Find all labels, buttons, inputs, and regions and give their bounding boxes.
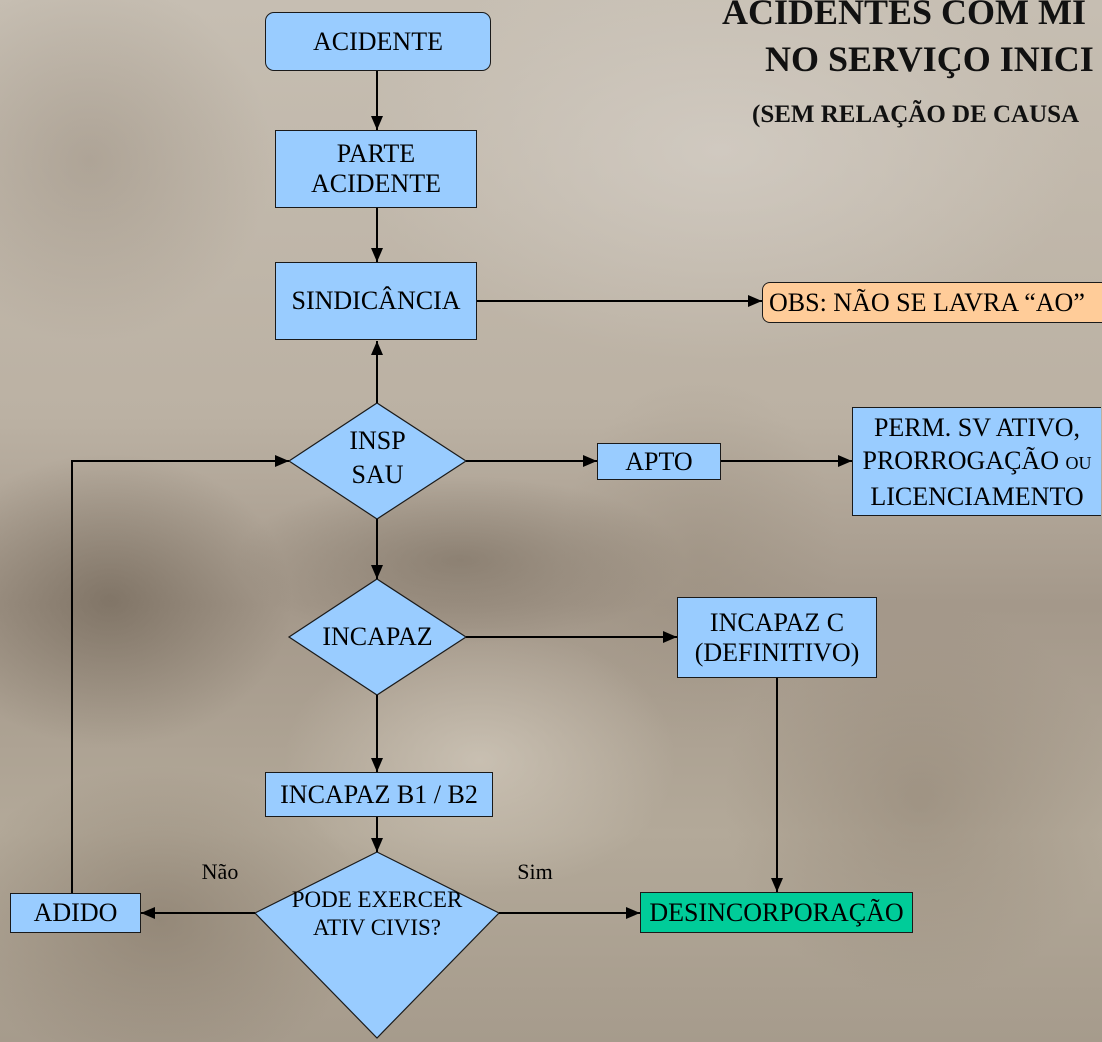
node-desincorporacao-label: DESINCORPORAÇÃO [649, 897, 904, 927]
diamond-pode-exercer-line-2: ATIV CIVIS? [313, 915, 441, 940]
node-parte-acidente-line-1: PARTE [336, 139, 416, 168]
node-adido: ADIDO [10, 893, 141, 933]
diamond-pode-exercer-label: PODE EXERCER ATIV CIVIS? [255, 886, 499, 942]
node-apto: APTO [597, 443, 721, 480]
node-perm-line-3: LICENCIAMENTO [870, 481, 1084, 511]
node-incapaz-c: INCAPAZ C (DEFINITIVO) [677, 597, 877, 678]
node-adido-label: ADIDO [33, 898, 118, 927]
node-perm-line-1: PERM. SV ATIVO, [873, 412, 1081, 442]
node-desincorporacao: DESINCORPORAÇÃO [640, 892, 913, 933]
node-perm-line-2-small: OU [1065, 452, 1092, 473]
node-parte-acidente: PARTE ACIDENTE [275, 130, 477, 208]
diamond-insp-sau-line-1: INSP [349, 426, 406, 455]
diamond-insp-sau-line-2: SAU [351, 460, 404, 489]
node-acidente-label: ACIDENTE [313, 26, 443, 56]
note-obs-label: OBS: NÃO SE LAVRA “AO” [769, 287, 1085, 317]
diamond-pode-exercer [253, 851, 501, 1039]
node-incapaz-b1-b2-label: INCAPAZ B1 / B2 [280, 779, 478, 809]
arrow-adido-to-insp-sau [71, 455, 289, 893]
node-perm-line-2-text: PRORROGAÇÃO [862, 445, 1060, 475]
edge-label-nao: Não [201, 859, 239, 884]
node-sindicancia-label: SINDICÂNCIA [291, 286, 461, 315]
node-perm-line-2: PRORROGAÇÃO OU [863, 444, 1092, 480]
title-subtitle: (SEM RELAÇÃO DE CAUSA [752, 101, 1080, 128]
diamond-insp-sau-label: INSP SAU [289, 424, 466, 492]
node-apto-label: APTO [625, 446, 693, 476]
node-incapaz-b1-b2: INCAPAZ B1 / B2 [265, 772, 493, 817]
edge-label-sim: Sim [517, 859, 553, 884]
diamond-pode-exercer-line-1: PODE EXERCER [291, 887, 463, 912]
node-incapaz-c-line-2: (DEFINITIVO) [694, 637, 860, 667]
note-obs: OBS: NÃO SE LAVRA “AO” [762, 282, 1102, 323]
node-parte-acidente-line-2: ACIDENTE [311, 169, 441, 198]
node-incapaz-c-line-1: INCAPAZ C [709, 607, 845, 637]
diamond-incapaz-line-1: INCAPAZ [322, 622, 433, 651]
node-perm-sv-ativo: PERM. SV ATIVO, PRORROGAÇÃO OU LICENCIAM… [852, 407, 1101, 516]
node-sindicancia: SINDICÂNCIA [275, 262, 477, 340]
diamond-incapaz-label: INCAPAZ [289, 620, 466, 654]
node-acidente: ACIDENTE [265, 12, 491, 71]
